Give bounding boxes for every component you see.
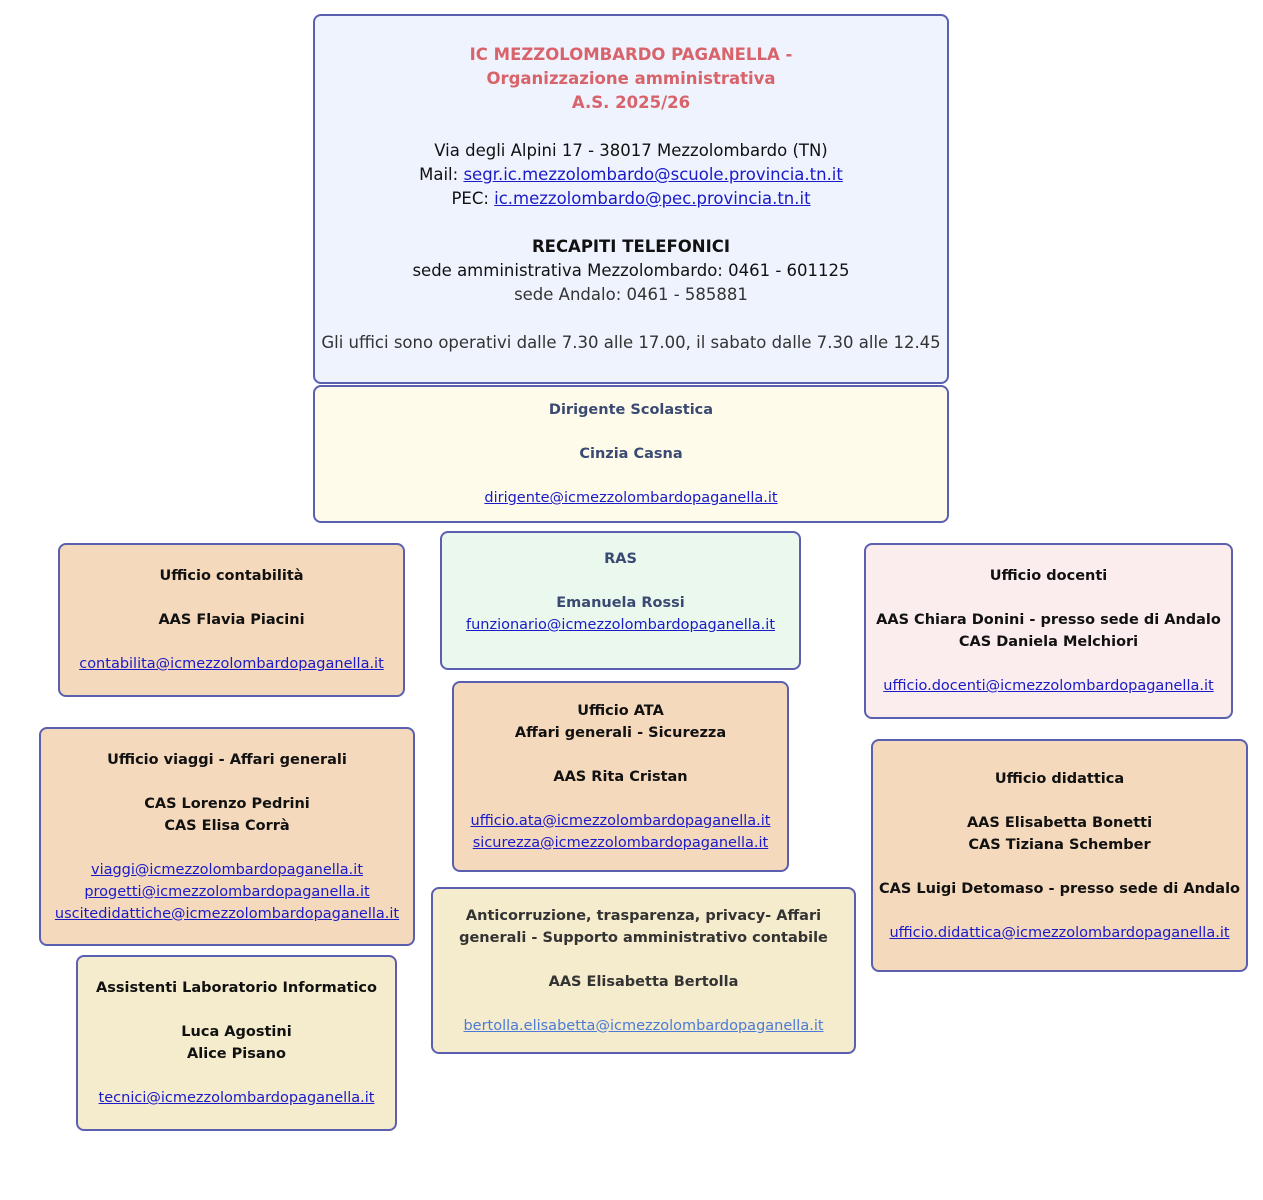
pec-label: PEC: [451, 189, 495, 208]
contabilita-email-link[interactable]: contabilita@icmezzolombardopaganella.it [79, 656, 384, 672]
contabilita-title: Ufficio contabilità [159, 568, 304, 584]
anticorruzione-title-2: generali - Supporto amministrativo conta… [459, 929, 828, 946]
contabilita-person: AAS Flavia Piacini [158, 612, 305, 628]
didattica-person-1: AAS Elisabetta Bonetti [966, 814, 1153, 831]
sicurezza-email-link[interactable]: sicurezza@icmezzolombardopaganella.it [472, 834, 769, 851]
pec-row: PEC: ic.mezzolombardo@pec.provincia.tn.i… [451, 187, 810, 211]
dirigente-name: Cinzia Casna [579, 446, 683, 462]
anticorruzione-email-link[interactable]: bertolla.elisabetta@icmezzolombardopagan… [463, 1017, 824, 1034]
ata-title-2: Affari generali - Sicurezza [514, 724, 727, 741]
office-hours: Gli uffici sono operativi dalle 7.30 all… [321, 333, 941, 352]
laboratorio-person-1: Luca Agostini [181, 1024, 292, 1040]
didattica-person-3: CAS Luigi Detomaso - presso sede di Anda… [878, 880, 1241, 897]
ata-box: Ufficio ATA Affari generali - Sicurezza … [452, 681, 789, 872]
ata-title-1: Ufficio ATA [577, 702, 664, 719]
laboratorio-email-link[interactable]: tecnici@icmezzolombardopaganella.it [98, 1090, 375, 1106]
mail-label: Mail: [419, 165, 464, 184]
laboratorio-title: Assistenti Laboratorio Informatico [96, 980, 377, 996]
dirigente-email-link[interactable]: dirigente@icmezzolombardopaganella.it [484, 490, 778, 506]
docenti-title: Ufficio docenti [989, 568, 1108, 584]
viaggi-box: Ufficio viaggi - Affari generali CAS Lor… [39, 727, 415, 946]
header-title-line-2: Organizzazione amministrativa [486, 69, 776, 88]
phone-andalo: sede Andalo: 0461 - 585881 [514, 285, 748, 304]
docenti-person-1: AAS Chiara Donini - presso sede di Andal… [876, 612, 1221, 628]
contabilita-box: Ufficio contabilità AAS Flavia Piacini c… [58, 543, 405, 697]
school-header-box: IC MEZZOLOMBARDO PAGANELLA - Organizzazi… [313, 14, 949, 384]
didattica-email-link[interactable]: ufficio.didattica@icmezzolombardopaganel… [889, 924, 1230, 941]
docenti-person-2: CAS Daniela Melchiori [958, 634, 1139, 650]
didattica-title: Ufficio didattica [994, 770, 1125, 787]
ata-email-link[interactable]: ufficio.ata@icmezzolombardopaganella.it [470, 812, 771, 829]
dirigente-title: Dirigente Scolastica [548, 402, 714, 418]
pec-link[interactable]: ic.mezzolombardo@pec.provincia.tn.it [494, 189, 811, 208]
docenti-box: Ufficio docenti AAS Chiara Donini - pres… [864, 543, 1233, 719]
mail-link[interactable]: segr.ic.mezzolombardo@scuole.provincia.t… [463, 165, 843, 184]
ras-box: RAS Emanuela Rossi funzionario@icmezzolo… [440, 531, 801, 670]
didattica-box: Ufficio didattica AAS Elisabetta Bonetti… [871, 739, 1248, 972]
phone-mezzolombardo: sede amministrativa Mezzolombardo: 0461 … [412, 261, 850, 280]
docenti-email-link[interactable]: ufficio.docenti@icmezzolombardopaganella… [883, 678, 1214, 694]
anticorruzione-person: AAS Elisabetta Bertolla [548, 973, 739, 990]
school-address: Via degli Alpini 17 - 38017 Mezzolombard… [434, 141, 828, 160]
header-title-line-1: IC MEZZOLOMBARDO PAGANELLA - [469, 45, 793, 64]
viaggi-person-2: CAS Elisa Corrà [164, 817, 290, 834]
ata-person: AAS Rita Cristan [553, 768, 688, 785]
ras-title: RAS [604, 551, 637, 567]
dirigente-box: Dirigente Scolastica Cinzia Casna dirige… [313, 385, 949, 523]
mail-row: Mail: segr.ic.mezzolombardo@scuole.provi… [419, 163, 843, 187]
ras-email-link[interactable]: funzionario@icmezzolombardopaganella.it [465, 617, 776, 633]
uscitedidattiche-email-link[interactable]: uscitedidattiche@icmezzolombardopaganell… [54, 905, 400, 922]
anticorruzione-box: Anticorruzione, trasparenza, privacy- Af… [431, 887, 856, 1054]
ras-name: Emanuela Rossi [556, 595, 685, 611]
didattica-person-2: CAS Tiziana Schember [968, 836, 1151, 853]
progetti-email-link[interactable]: progetti@icmezzolombardopaganella.it [84, 883, 370, 900]
anticorruzione-title-1: Anticorruzione, trasparenza, privacy- Af… [465, 907, 822, 924]
viaggi-email-link[interactable]: viaggi@icmezzolombardopaganella.it [90, 861, 364, 878]
laboratorio-person-2: Alice Pisano [187, 1046, 286, 1062]
laboratorio-box: Assistenti Laboratorio Informatico Luca … [76, 955, 397, 1131]
viaggi-title: Ufficio viaggi - Affari generali [107, 751, 347, 768]
viaggi-person-1: CAS Lorenzo Pedrini [144, 795, 310, 812]
header-title-line-3: A.S. 2025/26 [571, 93, 691, 112]
phones-title: RECAPITI TELEFONICI [531, 237, 731, 256]
